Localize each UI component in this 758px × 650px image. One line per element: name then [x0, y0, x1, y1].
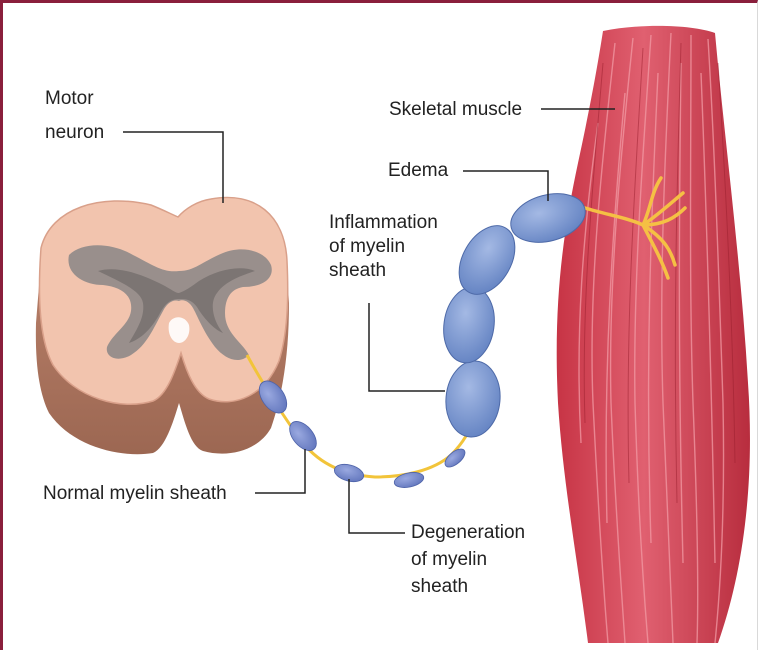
label-inflammation-line3: sheath — [329, 259, 438, 283]
leader-edema — [463, 171, 548, 201]
label-degeneration: Degeneration of myelin sheath — [411, 521, 525, 599]
label-motor-neuron-line1: Motor — [45, 87, 104, 111]
label-inflammation-line1: Inflammation — [329, 211, 438, 235]
leader-normal-myelin — [255, 449, 305, 493]
label-inflammation: Inflammation of myelin sheath — [329, 211, 438, 283]
label-edema: Edema — [388, 159, 448, 183]
label-degeneration-line2: of myelin — [411, 548, 525, 572]
label-normal-myelin-sheath: Normal myelin sheath — [43, 482, 227, 506]
label-motor-neuron-line2: neuron — [45, 121, 104, 145]
leader-motor-neuron — [123, 132, 223, 203]
label-motor-neuron: Motor neuron — [45, 87, 104, 145]
skeletal-muscle — [557, 26, 750, 643]
label-degeneration-line1: Degeneration — [411, 521, 525, 545]
leader-degeneration — [349, 479, 405, 533]
leader-inflammation — [369, 303, 445, 391]
label-degeneration-line3: sheath — [411, 575, 525, 599]
label-skeletal-muscle: Skeletal muscle — [389, 98, 522, 122]
illustration — [3, 3, 758, 650]
spinal-cord — [36, 197, 289, 454]
myelin-degenerated — [332, 446, 468, 490]
label-inflammation-line2: of myelin — [329, 235, 438, 259]
